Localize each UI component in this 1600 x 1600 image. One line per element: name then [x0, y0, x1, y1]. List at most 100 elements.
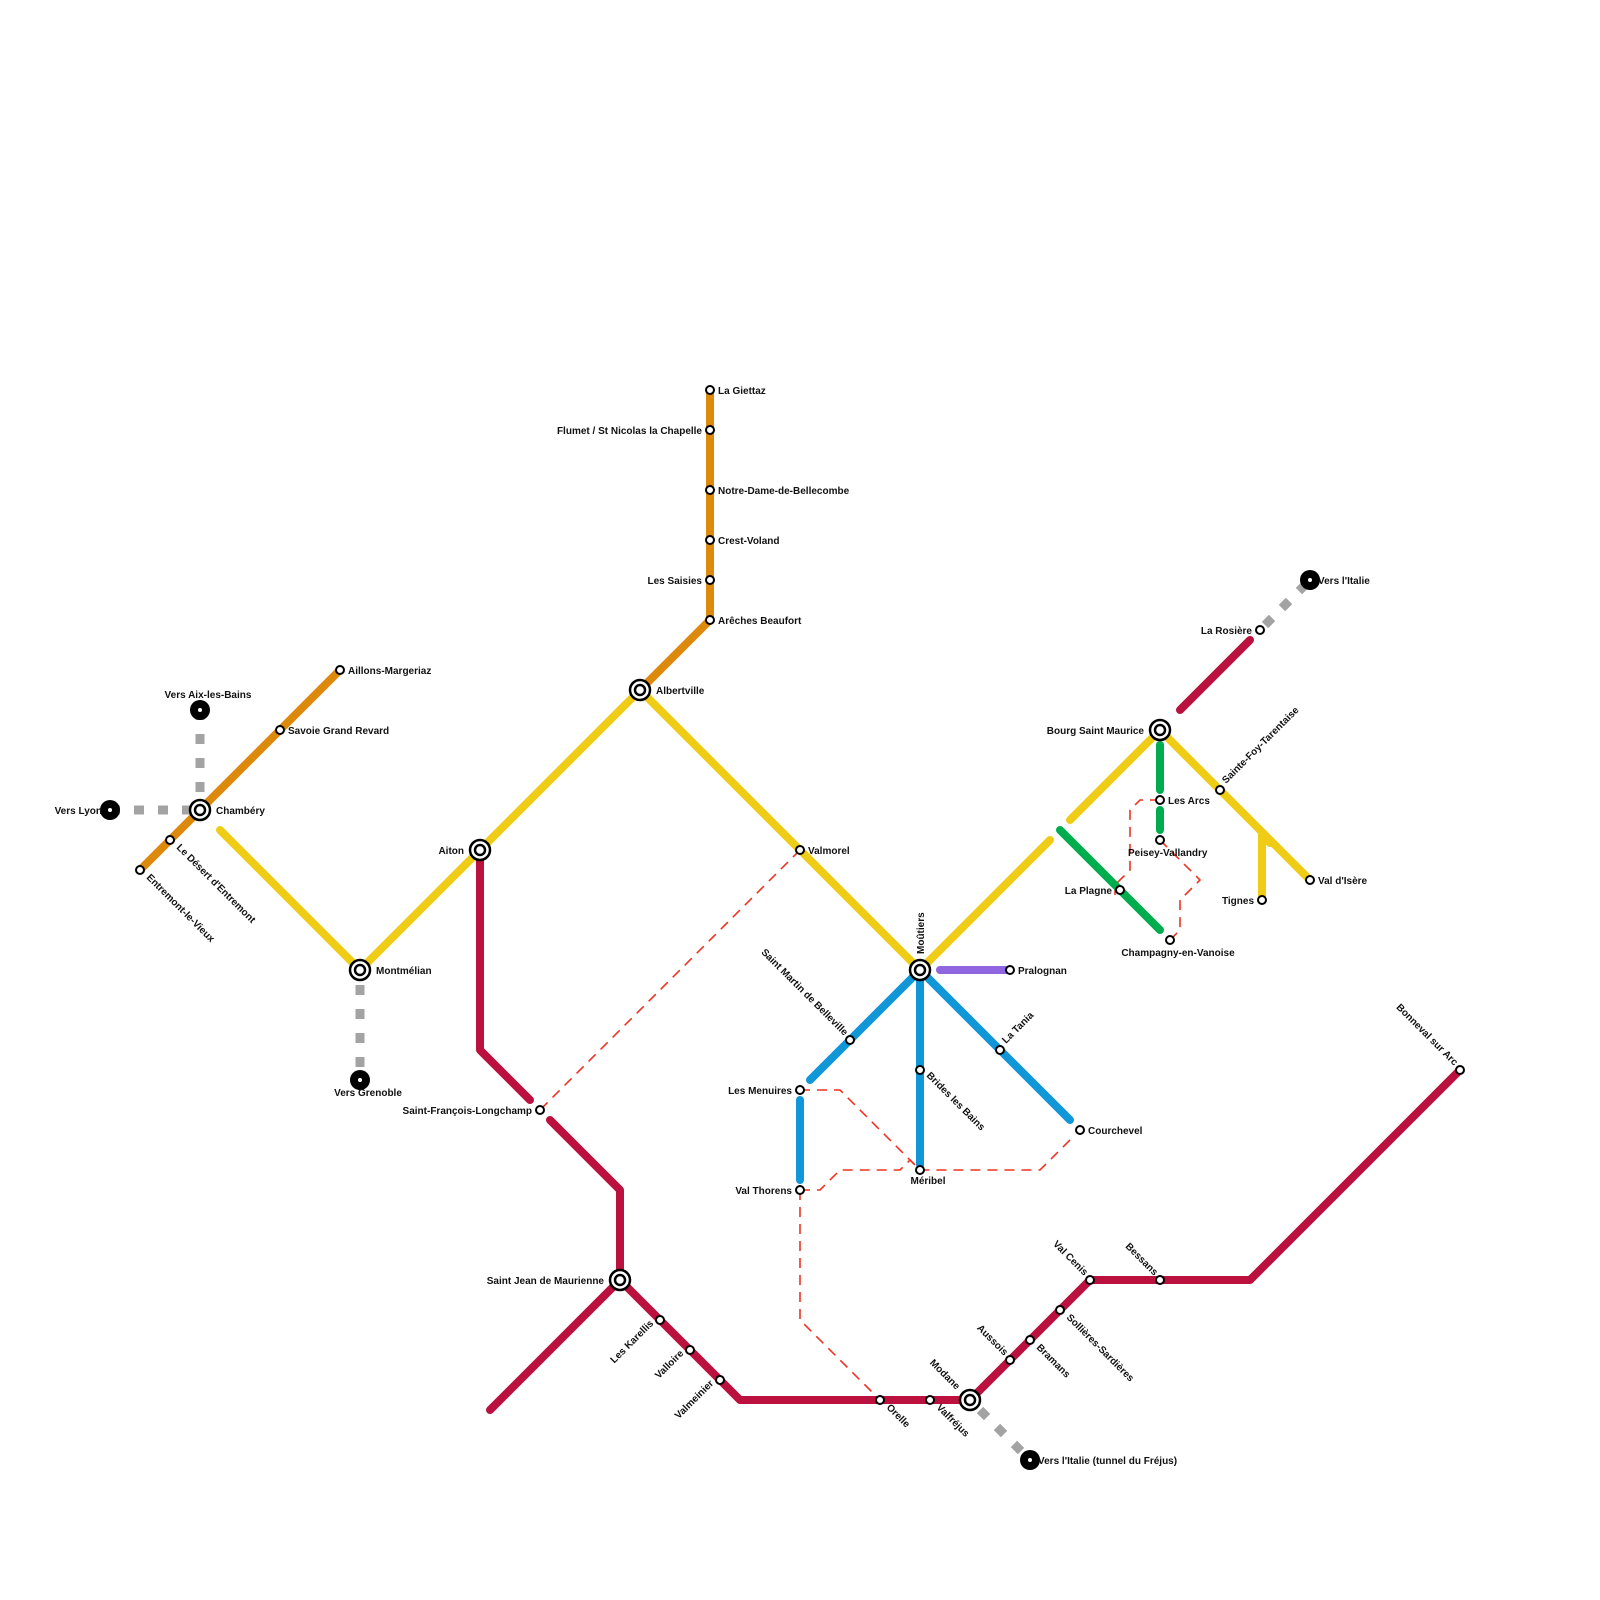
- station-la-plagne[interactable]: [1115, 885, 1125, 895]
- station-les-arcs[interactable]: [1155, 795, 1165, 805]
- station-tignes[interactable]: [1257, 895, 1267, 905]
- station-entremont[interactable]: [135, 865, 145, 875]
- line-red-maurienne-2: [546, 1066, 1464, 1404]
- station-moutiers[interactable]: [908, 958, 932, 982]
- label-saint-jean: Saint Jean de Maurienne: [487, 1276, 605, 1287]
- label-albertville: Albertville: [656, 686, 705, 697]
- station-courchevel[interactable]: [1075, 1125, 1085, 1135]
- label-flumet: Flumet / St Nicolas la Chapelle: [557, 426, 702, 437]
- station-vers-grenoble[interactable]: [350, 1070, 370, 1090]
- station-savoie-grand-revard[interactable]: [275, 725, 285, 735]
- line-red-maurienne: [476, 846, 534, 1104]
- label-bonneval: Bonneval sur Arc: [1394, 1002, 1460, 1068]
- station-bessans[interactable]: [1155, 1275, 1165, 1285]
- station-valfrejus[interactable]: [925, 1395, 935, 1405]
- dashed-links: [539, 799, 1202, 1401]
- label-orelle: Orelle: [884, 1402, 912, 1430]
- label-vers-lyon: Vers Lyon: [55, 806, 102, 817]
- station-notre-dame[interactable]: [705, 485, 715, 495]
- station-saint-jean[interactable]: [608, 1268, 632, 1292]
- label-les-arcs: Les Arcs: [1168, 796, 1210, 807]
- label-sainte-foy: Sainte-Foy-Tarentaise: [1220, 705, 1301, 786]
- station-saint-francois[interactable]: [535, 1105, 545, 1115]
- label-peisey: Peisey-Vallandry: [1128, 848, 1208, 859]
- grey-rosiere-italie: [1261, 576, 1314, 629]
- station-aiton[interactable]: [468, 838, 492, 862]
- station-val-thorens[interactable]: [795, 1185, 805, 1195]
- label-sollieres: Sollières-Sardières: [1064, 1312, 1136, 1384]
- station-aussois[interactable]: [1005, 1355, 1015, 1365]
- station-chambery[interactable]: [188, 798, 212, 822]
- station-les-karellis[interactable]: [655, 1315, 665, 1325]
- link-valthorens-orelle: [799, 1190, 881, 1401]
- station-vers-aix[interactable]: [190, 700, 210, 720]
- station-vers-italie[interactable]: [1300, 570, 1320, 590]
- label-notre-dame: Notre-Dame-de-Bellecombe: [718, 486, 850, 497]
- station-vers-italie-frejus[interactable]: [1020, 1450, 1040, 1470]
- station-brides[interactable]: [915, 1065, 925, 1075]
- station-aillons[interactable]: [335, 665, 345, 675]
- label-brides: Brides les Bains: [924, 1070, 987, 1133]
- station-vers-lyon[interactable]: [100, 800, 120, 820]
- station-valloire[interactable]: [685, 1345, 695, 1355]
- station-crest-voland[interactable]: [705, 535, 715, 545]
- label-aussois: Aussois: [974, 1323, 1010, 1359]
- label-moutiers: Moûtiers: [916, 912, 927, 954]
- station-meribel[interactable]: [915, 1165, 925, 1175]
- station-pralognan[interactable]: [1005, 965, 1015, 975]
- label-vers-italie-frejus: Vers l'Italie (tunnel du Fréjus): [1038, 1456, 1177, 1467]
- label-bourg-saint-maurice: Bourg Saint Maurice: [1047, 726, 1145, 737]
- label-chambery: Chambéry: [216, 806, 265, 817]
- label-vers-aix: Vers Aix-les-Bains: [165, 690, 252, 701]
- lines: [136, 386, 1464, 1414]
- station-flumet[interactable]: [705, 425, 715, 435]
- label-aillons: Aillons-Margeriaz: [348, 666, 431, 677]
- label-valloire: Valloire: [653, 1348, 686, 1381]
- label-vers-italie: Vers l'Italie: [1318, 576, 1370, 587]
- label-bramans: Bramans: [1034, 1342, 1072, 1380]
- station-valmorel[interactable]: [795, 845, 805, 855]
- label-la-tania: La Tania: [1000, 1010, 1036, 1046]
- station-sollieres[interactable]: [1055, 1305, 1065, 1315]
- label-montmelian: Montmélian: [376, 966, 432, 977]
- label-modane: Modane: [927, 1358, 962, 1393]
- line-yellow-moutiers-east: [916, 836, 1054, 974]
- station-montmelian[interactable]: [348, 958, 372, 982]
- station-val-isere[interactable]: [1305, 875, 1315, 885]
- label-champagny: Champagny-en-Vanoise: [1121, 948, 1235, 959]
- station-la-tania[interactable]: [995, 1045, 1005, 1055]
- station-peisey[interactable]: [1155, 835, 1165, 845]
- label-courchevel: Courchevel: [1088, 1126, 1143, 1137]
- label-crest-voland: Crest-Voland: [718, 536, 780, 547]
- label-vers-grenoble: Vers Grenoble: [334, 1088, 402, 1099]
- link-menuires-meribel: [800, 1089, 921, 1171]
- station-val-cenis[interactable]: [1085, 1275, 1095, 1285]
- station-saint-martin[interactable]: [845, 1035, 855, 1045]
- station-valmeinier[interactable]: [715, 1375, 725, 1385]
- station-les-menuires[interactable]: [795, 1085, 805, 1095]
- label-areches: Arêches Beaufort: [718, 616, 802, 627]
- station-albertville[interactable]: [628, 678, 652, 702]
- station-bonneval[interactable]: [1455, 1065, 1465, 1075]
- station-la-rosiere[interactable]: [1255, 625, 1265, 635]
- grey-connections: [110, 576, 1314, 1464]
- station-bourg-saint-maurice[interactable]: [1148, 718, 1172, 742]
- station-orelle[interactable]: [875, 1395, 885, 1405]
- line-yellow-tignes: [1258, 831, 1274, 904]
- station-sainte-foy[interactable]: [1215, 785, 1225, 795]
- label-savoie-grand-revard: Savoie Grand Revard: [288, 726, 389, 737]
- station-la-giettaz[interactable]: [705, 385, 715, 395]
- station-desert[interactable]: [165, 835, 175, 845]
- label-aiton: Aiton: [438, 846, 464, 857]
- label-pralognan: Pralognan: [1018, 966, 1067, 977]
- label-saint-martin: Saint Martin de Belleville: [759, 947, 850, 1038]
- station-areches[interactable]: [705, 615, 715, 625]
- station-champagny[interactable]: [1165, 935, 1175, 945]
- station-les-saisies[interactable]: [705, 575, 715, 585]
- label-val-cenis: Val Cenis: [1050, 1239, 1090, 1279]
- label-la-plagne: La Plagne: [1065, 886, 1113, 897]
- station-modane[interactable]: [958, 1388, 982, 1412]
- station-bramans[interactable]: [1025, 1335, 1035, 1345]
